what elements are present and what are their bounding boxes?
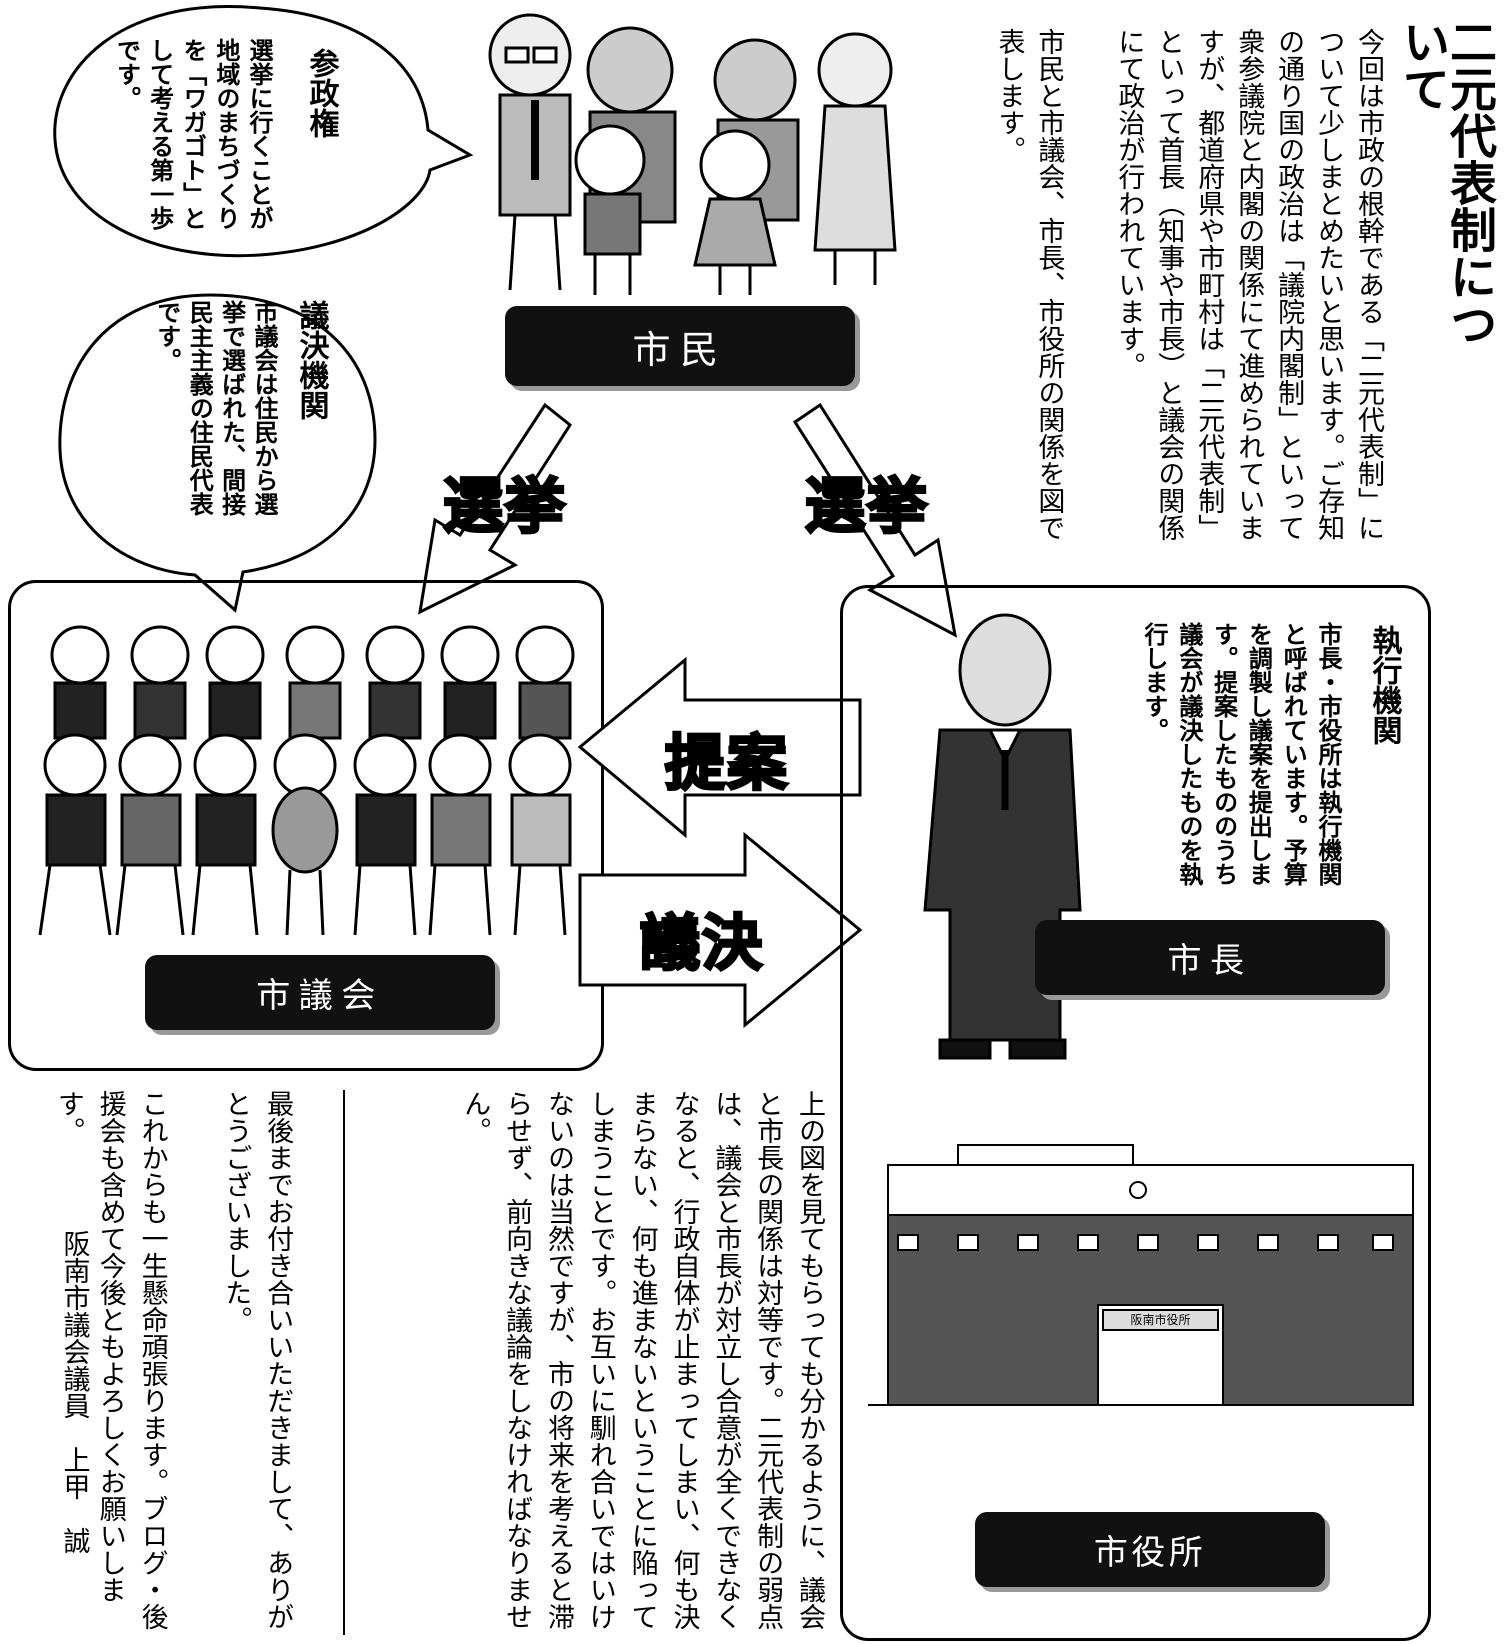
election-label-right: 選挙: [804, 471, 929, 544]
mayor-illustration: [923, 613, 1082, 1060]
resolution-label: 議決: [639, 908, 764, 981]
mayor-label: 市長: [1035, 920, 1385, 995]
city-council-frame: [8, 580, 604, 1071]
conclusion-paragraph: 上の図を見てもらっても分かるように、議会と市長の関係は対等です。二元代表制の弱点…: [459, 1090, 825, 1630]
city-hall-sign: 阪南市役所: [1130, 1313, 1191, 1327]
closing-paragraph-1: 最後までお付き合いいただきまして、ありがとうございました。: [220, 1090, 294, 1630]
suffrage-speech-bubble: [53, 5, 474, 258]
city-council-label: 市議会: [145, 955, 495, 1030]
intro-paragraph-2: 市民と市議会、市長、市役所の関係を図で表します。: [993, 28, 1065, 541]
legislative-speech-bubble: [58, 293, 377, 613]
council-members-illustration: [38, 625, 575, 936]
city-hall-illustration: [868, 1144, 1414, 1406]
page-title: 二元代表制について: [1394, 18, 1496, 347]
citizens-label: 市民: [505, 306, 855, 386]
intro-paragraph-1: 今回は市政の根幹である「二元代表制」について少しまとめたいと思います。ご存知の通…: [1113, 28, 1385, 541]
section-divider: [343, 1090, 345, 1635]
executive-heading: 執行機関: [1366, 625, 1402, 745]
closing-paragraph: 最後までお付き合いいただきまして、ありがとうございました。 これからも一生懸命頑…: [53, 1090, 340, 1635]
intro-paragraph: 今回は市政の根幹である「二元代表制」について少しまとめたいと思います。ご存知の通…: [989, 28, 1428, 548]
legislative-body: 市議会は住民から選挙で選ばれた、間接民主主義の住民代表です。: [152, 300, 278, 516]
closing-paragraph-2: これからも一生懸命頑張ります。ブログ・後援会も含めて今後ともよろしくお願いします…: [52, 1090, 168, 1630]
suffrage-body: 選挙に行くことが地域のまちづくりを「ワガゴト」として考える第一歩です。: [112, 38, 273, 230]
mayor-city-hall-frame: [840, 585, 1431, 1641]
legislative-heading: 議決機関: [293, 300, 329, 420]
suffrage-heading: 参政権: [303, 48, 339, 138]
proposal-arrow: [577, 656, 862, 839]
city-hall-label: 市役所: [975, 1512, 1325, 1587]
citizens-illustration: [488, 13, 897, 295]
proposal-label: 提案: [664, 728, 789, 801]
executive-body: 市長・市役所は執行機関と呼ばれています。予算を調製し議案を提出します。提案したも…: [1140, 622, 1342, 886]
election-arrow-left: [418, 402, 572, 615]
election-label-left: 選挙: [442, 471, 567, 544]
resolution-arrow: [578, 831, 863, 1029]
author-signature: 阪南市議会議員 上甲 誠: [58, 1230, 90, 1554]
